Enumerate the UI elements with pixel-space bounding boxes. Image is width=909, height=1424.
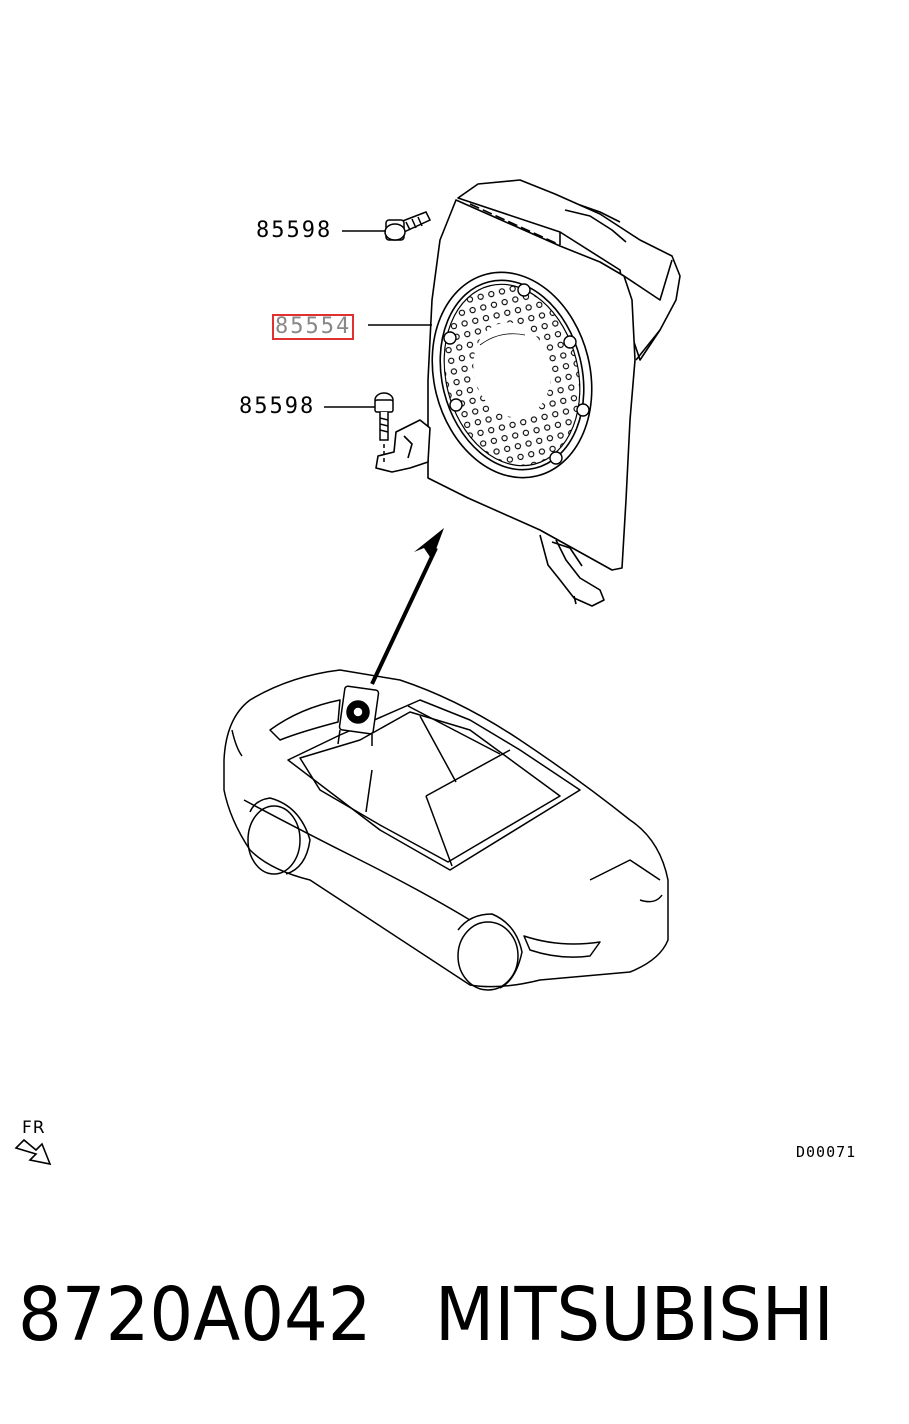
screw-lower: [374, 392, 394, 462]
screw-upper: [384, 211, 432, 241]
footer-brand: MITSUBISHI: [434, 1272, 834, 1358]
callout-part-85598-lower: 85598: [239, 394, 316, 419]
drawing-code: D00071: [796, 1143, 857, 1161]
callout-part-85598-upper: 85598: [256, 218, 333, 243]
front-orientation-label: FR: [22, 1118, 46, 1138]
front-direction-arrow-icon: [14, 1138, 52, 1166]
speaker-grill: [431, 271, 593, 479]
location-arrow: [370, 528, 444, 685]
leader-lines: [324, 230, 432, 408]
footer: 8720A042 MITSUBISHI: [18, 1270, 836, 1360]
footer-part-number: 8720A042: [18, 1272, 372, 1358]
callout-part-85554-highlighted[interactable]: 85554: [272, 314, 355, 340]
parts-diagram: [14, 179, 681, 1166]
vehicle-outline: [223, 669, 669, 991]
